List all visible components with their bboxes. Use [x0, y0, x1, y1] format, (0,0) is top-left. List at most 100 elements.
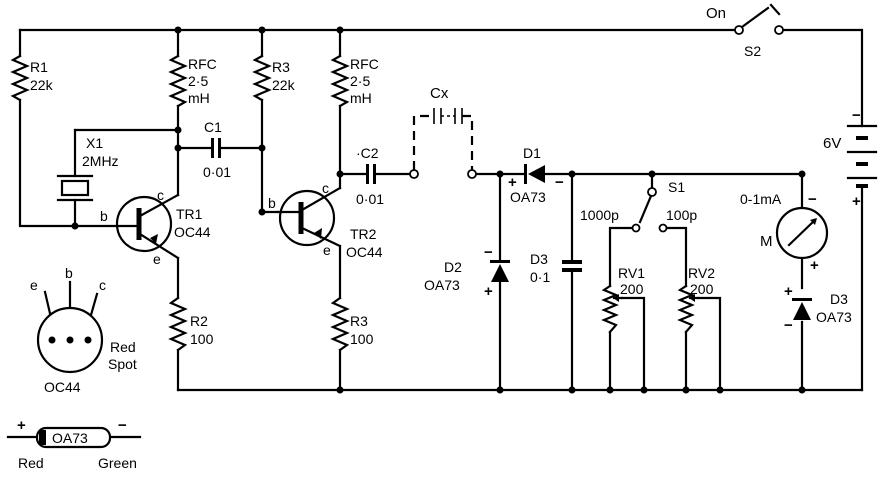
d3c-value: 0·1 — [530, 269, 550, 285]
s1-pos2: 100p — [666, 207, 697, 223]
r3b-ref: R3 — [350, 313, 368, 329]
d1-ref: D1 — [523, 145, 541, 161]
meter-ref: M — [760, 233, 773, 250]
tr1-pin-e: e — [153, 251, 161, 267]
battery-voltage: 6V — [823, 135, 841, 152]
switch-s2-symbol — [734, 3, 784, 35]
labels: R1 22k RFC 2·5 mH X1 2MHz C1 0·01 R3 22k… — [17, 5, 861, 471]
rfc1-unit: mH — [188, 90, 210, 106]
r3a-ref: R3 — [272, 59, 290, 75]
s1-ref: S1 — [668, 179, 685, 195]
wiring — [6, 28, 864, 439]
c1-value: 0·01 — [203, 164, 231, 180]
resistor-r2-symbol — [168, 296, 188, 352]
r3a-value: 22k — [272, 77, 296, 93]
potentiometer-rv1-symbol — [601, 284, 624, 334]
resistor-r3-symbol — [252, 54, 272, 102]
tr1-pin-c: c — [157, 187, 164, 203]
c2-value: 0·01 — [356, 191, 384, 207]
tr1-type: OC44 — [174, 224, 211, 240]
s2-state: On — [706, 5, 726, 22]
rfc2-ref: RFC — [350, 56, 379, 72]
inductor-rfc1-symbol — [168, 54, 188, 108]
d1-type: OA73 — [510, 189, 546, 205]
d3-type: OA73 — [816, 309, 852, 325]
capacitor-c1-symbol — [211, 138, 221, 158]
rfc1-ref: RFC — [188, 56, 217, 72]
x1-value: 2MHz — [82, 153, 119, 169]
meter-range: 0-1mA — [740, 191, 782, 207]
rv1-value: 200 — [620, 281, 644, 297]
rv1-ref: RV1 — [618, 265, 645, 281]
r1-ref: R1 — [30, 59, 48, 75]
oc44-pin-diagram — [36, 306, 104, 374]
c1-ref: C1 — [204, 119, 222, 135]
pin-c-label: c — [99, 277, 106, 293]
battery-symbol — [846, 124, 878, 188]
x1-ref: X1 — [86, 135, 103, 151]
oa73-right-color: Green — [98, 455, 137, 471]
pin-diagram-type: OC44 — [44, 379, 81, 395]
tr1-pin-b: b — [100, 208, 108, 224]
oa73-body-label: OA73 — [52, 430, 88, 446]
d3-ref: D3 — [830, 291, 848, 307]
capacitor-d3-symbol — [562, 260, 582, 272]
tr2-pin-c: c — [322, 180, 329, 196]
capacitor-cx-symbol — [409, 108, 477, 179]
r1-value: 22k — [30, 77, 54, 93]
switch-s1-symbol — [631, 187, 668, 233]
tr2-pin-b: b — [268, 195, 276, 211]
diode-d2-symbol — [490, 260, 510, 282]
diode-d1-symbol — [524, 164, 545, 184]
cx-ref: Cx — [430, 85, 449, 102]
d3-minus: − — [784, 317, 793, 334]
capacitor-c2-symbol — [366, 164, 376, 184]
resistor-r1-symbol — [10, 54, 30, 102]
inductor-rfc2-symbol — [330, 54, 350, 108]
battery-minus: − — [852, 107, 861, 124]
rfc2-value: 2·5 — [350, 73, 370, 89]
s1-pos1: 1000p — [580, 207, 619, 223]
oa73-left-color: Red — [18, 455, 44, 471]
d1-plus: + — [508, 174, 517, 191]
crystal-x1-symbol — [56, 174, 94, 202]
transistor-tr1-symbol — [115, 193, 180, 260]
rv2-ref: RV2 — [688, 265, 715, 281]
meter-m-symbol — [775, 206, 829, 260]
tr2-type: OC44 — [346, 244, 383, 260]
r2-value: 100 — [190, 331, 214, 347]
potentiometer-rv2-symbol — [677, 284, 700, 334]
pin-mark2: Spot — [108, 356, 137, 372]
pin-b-label: b — [65, 265, 73, 281]
rv2-value: 200 — [690, 281, 714, 297]
c2-ref: ·C2 — [356, 145, 379, 161]
r2-ref: R2 — [190, 313, 208, 329]
s2-ref: S2 — [744, 43, 761, 59]
d3-plus: + — [784, 283, 793, 300]
d2-plus: + — [484, 283, 493, 300]
tr1-ref: TR1 — [176, 206, 203, 222]
tr2-pin-e: e — [323, 242, 331, 258]
d3c-ref: D3 — [530, 251, 548, 267]
pin-e-label: e — [30, 277, 38, 293]
r3b-value: 100 — [350, 331, 374, 347]
meter-minus: − — [808, 191, 817, 208]
d2-ref: D2 — [444, 259, 462, 275]
rfc1-value: 2·5 — [188, 73, 208, 89]
meter-plus: + — [810, 257, 819, 274]
d2-type: OA73 — [424, 277, 460, 293]
pin-mark1: Red — [110, 339, 136, 355]
d1-minus: − — [555, 174, 564, 191]
diode-d3-symbol — [792, 298, 812, 320]
battery-plus: + — [852, 193, 861, 210]
transistor-tr2-symbol — [276, 186, 342, 248]
junction-dots — [71, 26, 806, 394]
tr2-ref: TR2 — [350, 226, 377, 242]
oa73-diode-body — [35, 426, 112, 449]
oa73-plus: + — [17, 417, 26, 434]
rfc2-unit: mH — [350, 90, 372, 106]
d2-minus: − — [484, 244, 493, 261]
resistor-r3b-symbol — [330, 296, 350, 352]
oa73-minus: − — [118, 417, 127, 434]
